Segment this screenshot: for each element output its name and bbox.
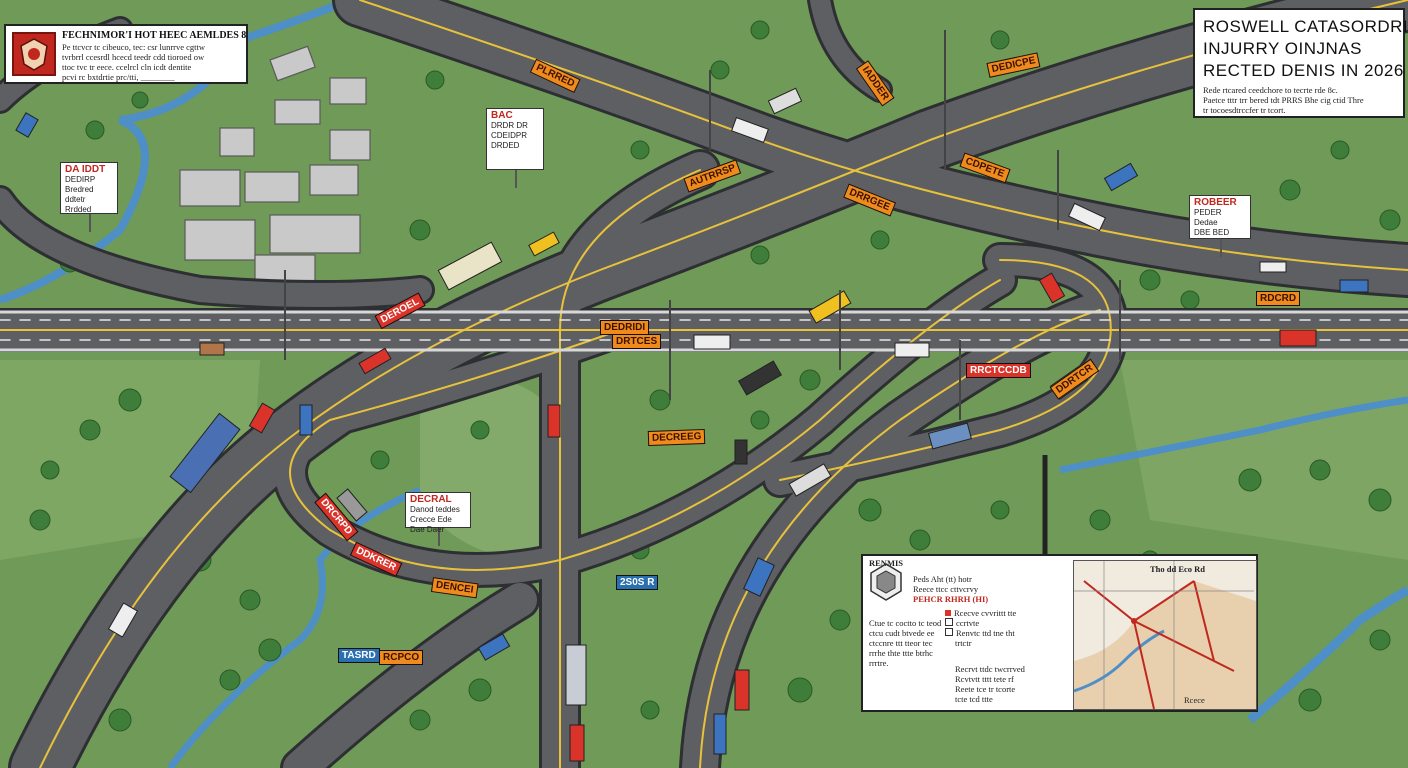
billboard-line: Danod teddes: [410, 505, 460, 514]
legend-marker-swatch: [945, 618, 953, 626]
billboard-line: DBE BED: [1194, 228, 1230, 237]
seal-caption: RENMIS: [869, 558, 904, 568]
report-title-line-1: ROSWELL CATASORDRIC: [1203, 17, 1408, 36]
top-right-title-panel: ROSWELL CATASORDRIC INJURRY OINJNAS RECT…: [1193, 8, 1408, 118]
report-body-line-2: Paetce tttr trr bered tdt PRRS Bhe cig c…: [1203, 95, 1364, 105]
billboard-line: Crecce Ede: [410, 515, 452, 524]
road-sign: RCPCO: [379, 650, 424, 665]
billboard-line: Rrdded: [65, 205, 92, 214]
billboard-heading: DA IDDT: [65, 164, 106, 175]
map-list-line-1: Recrvt ttdc twcrrved: [955, 664, 1025, 674]
vehicles: [15, 87, 1369, 762]
road-sign: DEDRIDI: [600, 320, 650, 335]
map-list-line-2: Rcvtvtt tttt tete rf: [955, 674, 1014, 684]
report-title-line-3: RECTED DENIS IN 2026: [1203, 61, 1404, 80]
map-list-line-4: tcte tcd ttte: [955, 694, 993, 704]
map-panel-header-2: Reece ttcc cttvcrvy: [913, 584, 979, 594]
road-sign: TASRD: [338, 648, 380, 663]
billboard-pole: [515, 170, 517, 188]
top-left-panel-line-1: Pe ttcvcr tc cibeuco, tec: csr lunrrve c…: [62, 42, 206, 52]
road-sign: 2S0S R: [616, 575, 659, 590]
map-detail-panel: RENMIS Peds Aht (tt) hotr Reece ttcc ctt…: [861, 554, 1258, 712]
billboard-pole: [438, 528, 440, 546]
billboard-line: PEDER: [1194, 208, 1222, 217]
road-sign: RRCTCCDB: [966, 363, 1031, 378]
legend-item-1: Rcecve cvvrittt tte: [945, 608, 1016, 618]
billboard-line: DRDED: [491, 141, 520, 150]
light-poles: [284, 30, 1121, 420]
emblem-icon: [12, 32, 56, 76]
legend-item-3: Renvtc ttd tne tht: [945, 628, 1016, 638]
billboard-line: Dedae: [1194, 218, 1218, 227]
river-right: [1059, 396, 1408, 474]
billboard-line: ddtetr: [65, 195, 86, 204]
map-panel-header-3: PEHCR RHRH (HI): [913, 594, 989, 604]
road-sign: RDCRD: [1256, 291, 1301, 306]
map-paragraph-line-4: rrrhe thte ttte btrhc: [869, 648, 933, 658]
billboard-pole: [1220, 239, 1222, 257]
top-left-panel-line-3: ttoc tvc tr eece. ccelrcl cln icdt denti…: [62, 62, 192, 72]
inset-map: Tho dd Eco Rd Rcece: [1073, 560, 1257, 710]
inset-map-scale: Rcece: [1184, 695, 1205, 705]
billboard-pole: [89, 214, 91, 232]
billboard-heading: ROBEER: [1194, 197, 1237, 208]
map-list-line-3: Reete tce tr tcorte: [955, 684, 1016, 694]
billboard-line: Dae Daer: [410, 525, 445, 534]
report-body-line-3: tr tocoesdtrccfer tr tcort.: [1203, 105, 1286, 115]
road-sign: DRTCES: [612, 334, 662, 349]
map-paragraph-line-5: rrrtre.: [869, 658, 889, 668]
map-paragraph-line-2: ctcu cudt btvede ee: [869, 628, 935, 638]
billboard-heading: DECRAL: [410, 494, 452, 505]
legend-item-2: ccrtvte: [945, 618, 1016, 628]
report-title-line-2: INJURRY OINJNAS: [1203, 39, 1362, 58]
hexagon-seal-icon: [869, 562, 903, 602]
top-left-info-panel: FECHNIMOR'I HOT HEEC AEMLDES 8 Pe ttcvcr…: [4, 24, 248, 84]
top-left-panel-line-4: pcvi rc bxtdrtie prc/tti, ________: [62, 72, 175, 82]
legend-marker-swatch: [945, 628, 953, 636]
top-left-panel-heading: FECHNIMOR'I HOT HEEC AEMLDES 8: [62, 30, 247, 41]
bridge-railings: [0, 310, 1408, 352]
legend-item-4: trtctr: [955, 638, 972, 648]
billboard-line: CDEIDPR: [491, 131, 528, 140]
billboard-line: DEDIRP: [65, 175, 96, 184]
inset-map-label: Tho dd Eco Rd: [1150, 564, 1206, 574]
river-bottom-right: [1247, 586, 1408, 724]
road-sign: DECREEG: [647, 428, 706, 446]
report-body-line-1: Rede rtcared ceedchore to tecrte rde 8c.: [1203, 85, 1338, 95]
map-paragraph-line-1: Ctue tc coctto tc teod: [869, 618, 942, 628]
legend-marker-red: [945, 610, 951, 616]
billboard-line: DRDR DR: [491, 121, 528, 130]
map-panel-header-1: Peds Aht (tt) hotr: [913, 574, 972, 584]
billboard-heading: BAC: [491, 110, 513, 121]
billboard-line: Bredred: [65, 185, 94, 194]
map-paragraph-line-3: ctccnre ttt tteor tec: [869, 638, 933, 648]
river-bottom: [167, 486, 422, 768]
top-left-panel-line-2: tvrbrrl ccesrdl hcecd teedr cdd tioroed …: [62, 52, 205, 62]
building-cluster: [179, 45, 371, 282]
tree-scatter: [28, 20, 1401, 732]
